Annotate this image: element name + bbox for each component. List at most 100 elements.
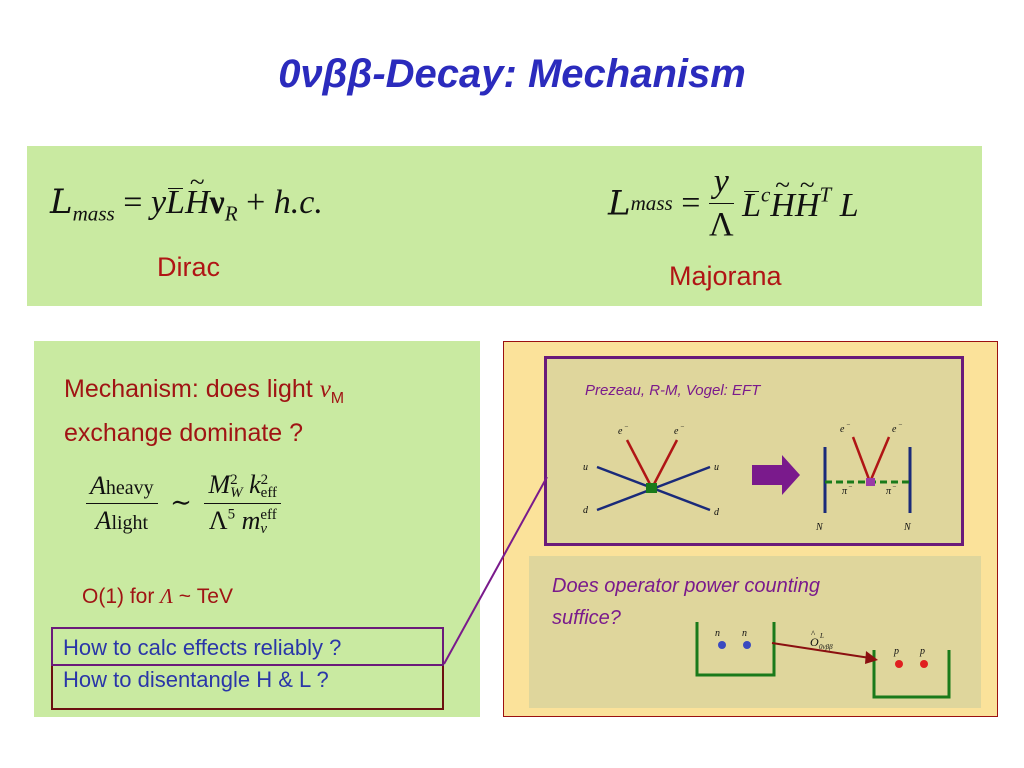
label-operator-sup: L — [819, 632, 824, 640]
light-sub: light — [111, 511, 149, 534]
label-d-2: d — [714, 507, 720, 518]
higgs-tilde: H — [770, 170, 795, 225]
hermitian-conjugate: h.c. — [273, 184, 323, 221]
neutron-well — [695, 622, 776, 677]
frac-denominator: Λ — [708, 206, 734, 243]
eft-caption: Prezeau, R-M, Vogel: EFT — [585, 382, 761, 399]
label-e-4: e — [892, 424, 897, 435]
majorana-label: Majorana — [669, 261, 782, 291]
nu-sub: M — [330, 390, 345, 407]
question-disentangle: How to disentangle H & L ? — [63, 667, 329, 692]
lagrangian-sub: mass — [72, 201, 115, 226]
y-over-lambda: y Λ — [708, 163, 734, 244]
power-counting-question: Does operator power counting suffice? — [552, 570, 820, 634]
plus-sign: + — [246, 184, 266, 221]
m-w-sup: 2 — [230, 471, 238, 488]
order-one-note: O(1) for Λ ~ TeV — [82, 584, 233, 609]
lagrangian-symbol: L — [50, 182, 73, 222]
slide-title: 0νββ-Decay: Mechanism — [278, 52, 746, 96]
lagrangian-sub: mass — [630, 191, 673, 215]
heavy-sub: heavy — [105, 476, 154, 499]
lagrangian-symbol: L — [608, 183, 631, 224]
electron-line-left-2 — [851, 436, 872, 483]
m-w-sub: W — [230, 485, 243, 502]
connector-line — [443, 476, 548, 665]
label-e-1: e — [618, 426, 623, 437]
label-operator-sub: 0νββ — [819, 643, 833, 651]
label-n-1: n — [715, 628, 720, 639]
frac-numerator: y — [708, 163, 734, 204]
power-question-line-1: Does operator power counting — [552, 575, 820, 597]
nu-symbol: ν — [319, 376, 331, 403]
transition-arrow-head — [865, 651, 878, 664]
k-eff-sub: eff — [260, 485, 278, 502]
sim-sign: ∼ — [170, 488, 192, 518]
m-nu-sup: eff — [260, 507, 277, 524]
label-pi-2-sup: − — [892, 483, 897, 491]
electron-line-right — [650, 439, 679, 489]
equals-sign: = — [681, 184, 701, 222]
power-counting-box — [529, 556, 981, 708]
o1-prefix: O(1) for — [82, 585, 161, 608]
contact-vertex — [646, 483, 657, 493]
dirac-label: Dirac — [157, 252, 221, 282]
electron-line-left — [625, 439, 654, 489]
higgs-tilde: H — [185, 167, 210, 222]
lepton-doublet-bar: L — [166, 184, 185, 221]
mechanism-line-2: exchange dominate ? — [64, 419, 304, 447]
majorana-equation: Lmass = y Λ LcHHT L — [608, 163, 859, 244]
label-u-2: u — [714, 462, 719, 473]
proton-dot-1 — [895, 660, 903, 668]
a-light: A — [95, 505, 112, 535]
yukawa-y: y — [150, 184, 167, 221]
amplitude-fraction: Aheavy Alight — [86, 471, 158, 536]
label-n-2: n — [742, 628, 747, 639]
neutron-dot-1 — [718, 641, 726, 649]
label-N-2: N — [903, 522, 912, 533]
label-pi-1: π — [842, 486, 848, 497]
nu-symbol: ν — [209, 184, 225, 221]
neutron-dot-2 — [743, 641, 751, 649]
pion-vertex — [866, 478, 875, 486]
m-nu-eff: m — [241, 505, 261, 535]
label-e-3: e — [840, 424, 845, 435]
label-pi-2: π — [886, 486, 892, 497]
m-nu-sub: ν — [260, 520, 268, 537]
higgs-tilde-2: H — [795, 170, 820, 225]
proton-well — [872, 650, 951, 699]
k-eff: k — [249, 470, 261, 499]
question-highlight-border — [51, 627, 444, 666]
proton-dot-2 — [920, 660, 928, 668]
label-e-1-sup: − — [624, 423, 629, 431]
lepton-doublet: L — [839, 186, 859, 224]
nu-sub: R — [224, 201, 238, 226]
lambda: Λ — [208, 505, 228, 535]
mechanism-question: Mechanism: does light νM exchange domina… — [64, 372, 464, 450]
k-eff-sup: 2 — [260, 471, 269, 488]
question-calc-effects: How to calc effects reliably ? — [63, 635, 342, 660]
label-e-3-sup: − — [846, 421, 851, 429]
eft-diagram-box — [544, 356, 964, 546]
label-p-2: p — [919, 646, 925, 657]
label-N-1: N — [815, 522, 824, 533]
label-operator-hat: ^ — [811, 629, 816, 639]
power-question-line-2: suffice? — [552, 607, 621, 629]
o1-suffix: ~ TeV — [172, 585, 233, 608]
m-w: M — [208, 470, 231, 499]
mechanism-line-1: Mechanism: does light νM — [64, 372, 464, 416]
label-d-1: d — [583, 505, 589, 516]
label-e-2-sup: − — [680, 423, 685, 431]
transition-arrow-line — [771, 642, 871, 659]
lepton-doublet-bar: L — [742, 186, 762, 224]
label-p-1: p — [893, 646, 899, 657]
transpose-sup: T — [819, 182, 832, 207]
electron-line-right-2 — [868, 436, 891, 483]
arrow-icon — [752, 455, 800, 495]
mechanism-text: Mechanism: does light — [64, 375, 320, 403]
o1-lambda: Λ — [160, 584, 173, 608]
label-u-1: u — [583, 462, 588, 473]
label-e-2: e — [674, 426, 679, 437]
